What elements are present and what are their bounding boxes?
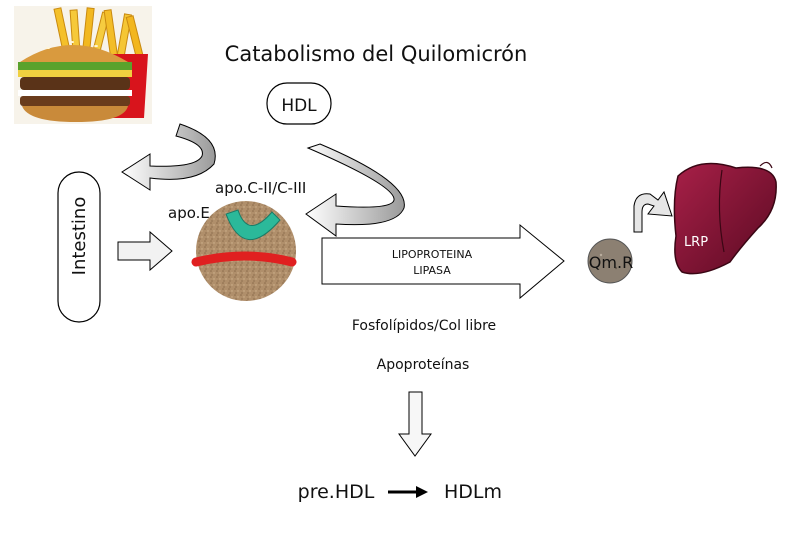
hdl-label: HDL bbox=[281, 96, 317, 116]
apo-c-label: apo.C-II/C-III bbox=[215, 179, 306, 197]
arrow-prehdl-to-hdlm bbox=[388, 486, 428, 498]
qmr-particle: Qm.R bbox=[587, 238, 633, 284]
lipasa-label-line2: LIPASA bbox=[413, 264, 451, 277]
qmr-label: Qm.R bbox=[589, 253, 633, 272]
hdlm-label: HDLm bbox=[444, 481, 502, 503]
prehdl-label: pre.HDL bbox=[298, 481, 375, 503]
hdl-pill: HDL bbox=[266, 82, 332, 125]
curved-arrow-right bbox=[305, 143, 405, 237]
chylomicron-particle bbox=[191, 201, 297, 301]
liver-icon: LRP bbox=[673, 161, 777, 275]
arrow-down bbox=[398, 391, 432, 457]
arrow-qmr-to-liver bbox=[633, 190, 673, 233]
apo-e-label: apo.E bbox=[168, 204, 210, 222]
fosfolipidos-label: Fosfolípidos/Col libre bbox=[352, 318, 496, 334]
burger-fries-icon bbox=[14, 6, 152, 124]
diagram-title: Catabolismo del Quilomicrón bbox=[225, 42, 528, 66]
apoproteinas-label: Apoproteínas bbox=[377, 357, 470, 373]
lipasa-label-line1: LIPOPROTEINA bbox=[392, 248, 473, 261]
intestino-label: Intestino bbox=[69, 197, 90, 276]
arrow-intestine-to-particle bbox=[117, 230, 173, 272]
lipasa-arrow: LIPOPROTEINA LIPASA bbox=[321, 223, 565, 300]
apo-c-arc bbox=[225, 209, 281, 240]
intestino-pill: Intestino bbox=[57, 171, 101, 323]
curved-arrow-left bbox=[121, 123, 216, 191]
lrp-label: LRP bbox=[684, 235, 708, 250]
apo-e-band bbox=[191, 251, 297, 267]
